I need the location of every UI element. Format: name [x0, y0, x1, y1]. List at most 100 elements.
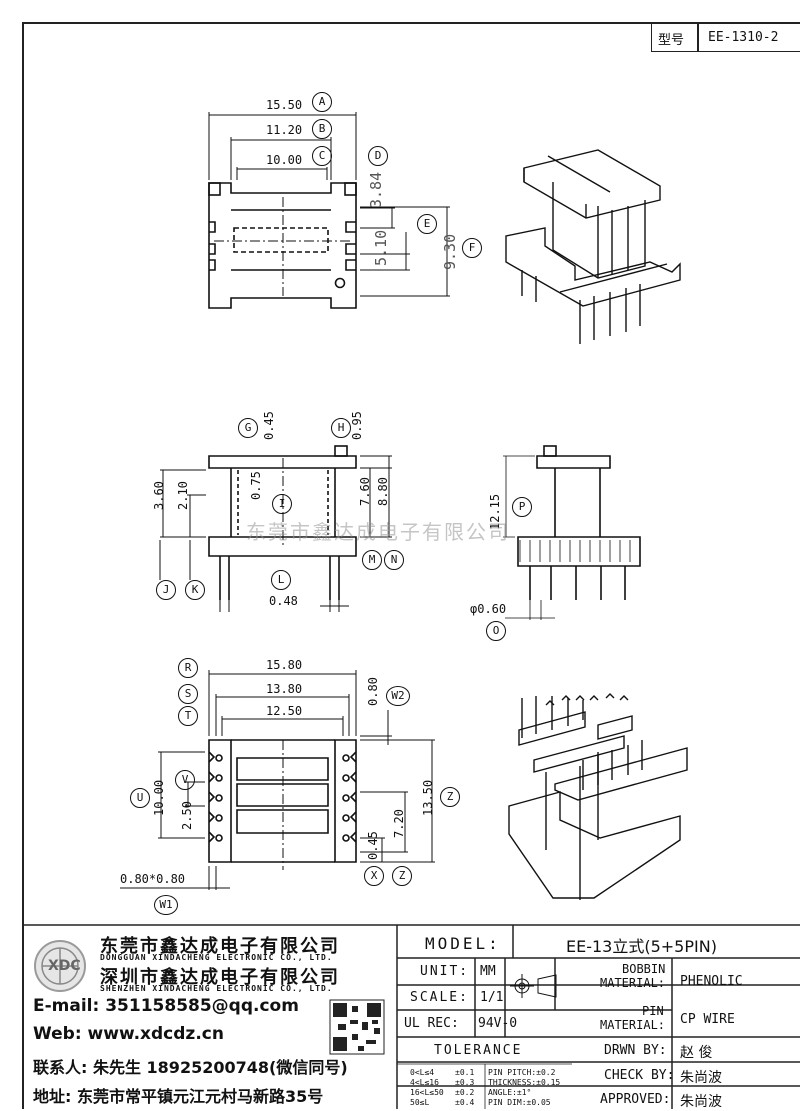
dim-o: φ0.60 — [470, 602, 507, 616]
ulrec-label: UL REC: — [404, 1016, 459, 1031]
bobbin-value: PHENOLIC — [680, 974, 743, 989]
tol-val-4: ±0.4 — [455, 1098, 475, 1107]
dim-u: 10.00 — [152, 779, 166, 816]
tol-range-2: 4<L≤16 — [410, 1078, 439, 1087]
approved-label: APPROVED: — [600, 1092, 671, 1107]
dim-y: 7.20 — [392, 809, 406, 838]
company-en-dg: DONGGUAN XINDACHENG ELECTRONIC CO., LTD. — [100, 953, 333, 962]
label-e: E — [417, 214, 437, 234]
dim-g: 0.45 — [262, 411, 276, 440]
tol-val-3: ±0.2 — [455, 1088, 475, 1097]
pin-label-1: PIN — [642, 1004, 664, 1018]
dim-a: 15.50 — [266, 98, 303, 112]
dim-r2: 8.80 — [376, 477, 390, 506]
label-j: J — [156, 580, 176, 600]
pin-value: CP WIRE — [680, 1012, 735, 1027]
drawing-frame — [22, 22, 800, 1109]
drawn-value: 赵 俊 — [680, 1045, 713, 1061]
label-s: S — [178, 684, 198, 704]
label-x: X — [364, 866, 384, 886]
dim-left1: 3.60 — [152, 481, 166, 510]
ulrec-value: 94V-0 — [478, 1016, 518, 1031]
dim-e1: 3.84 — [367, 171, 385, 208]
drawn-label: DRWN BY: — [604, 1043, 667, 1058]
dim-f: 9.30 — [441, 233, 459, 270]
company-web: Web: www.xdcdz.cn — [33, 1024, 224, 1044]
dim-x: 0.45 — [366, 831, 380, 860]
dim-v: 2.50 — [180, 801, 194, 830]
dim-left2: 2.10 — [176, 481, 190, 510]
tol-range-4: 50≤L — [410, 1098, 430, 1107]
scale-label: SCALE: — [410, 990, 469, 1005]
tol-range-1: 0<L≤4 — [410, 1068, 435, 1077]
dim-r1: 7.60 — [358, 477, 372, 506]
dim-r: 15.80 — [266, 658, 303, 672]
unit-value: MM — [480, 964, 496, 979]
dim-s: 13.80 — [266, 682, 303, 696]
watermark: 东莞市鑫达成电子有限公司 — [246, 520, 510, 544]
label-p: P — [512, 497, 532, 517]
tolerance-label: TOLERANCE — [434, 1043, 523, 1058]
tol-pin-dim: PIN DIM:±0.05 — [488, 1098, 551, 1107]
label-w1: W1 — [154, 895, 178, 915]
label-n: N — [384, 550, 404, 570]
label-z: Z — [440, 787, 460, 807]
dim-l: 0.48 — [269, 594, 298, 608]
company-email: E-mail: 351158585@qq.com — [33, 996, 299, 1016]
tol-angle: ANGLE:±1° — [488, 1088, 532, 1097]
bobbin-label-1: BOBBIN — [622, 962, 666, 976]
label-r: R — [178, 658, 198, 678]
dim-z: 13.50 — [421, 779, 435, 816]
label-o: O — [486, 621, 506, 641]
company-address: 地址: 东莞市常平镇元江元村马新路35号 — [33, 1087, 324, 1106]
label-m: M — [362, 550, 382, 570]
unit-label: UNIT: — [420, 964, 470, 979]
company-contact: 联系人: 朱先生 18925200748(微信同号) — [33, 1058, 348, 1077]
dim-t: 12.50 — [266, 704, 303, 718]
tol-val-1: ±0.1 — [455, 1068, 475, 1077]
label-h: H — [331, 418, 351, 438]
label-g: G — [238, 418, 258, 438]
model-value: EE-13立式(5+5PIN) — [566, 937, 717, 956]
label-b: B — [312, 119, 332, 139]
label-l: L — [271, 570, 291, 590]
tol-range-3: 16<L≤50 — [410, 1088, 444, 1097]
label-t: T — [178, 706, 198, 726]
model-label: MODEL: — [425, 934, 501, 953]
tol-pin-pitch: PIN PITCH:±0.2 — [488, 1068, 556, 1077]
label-f: F — [462, 238, 482, 258]
part-number-box — [651, 22, 800, 52]
dim-e2: 5.10 — [372, 229, 390, 266]
company-name-dg: 东莞市鑫达成电子有限公司 — [100, 936, 340, 957]
bobbin-label-2: MATERIAL: — [600, 976, 666, 990]
check-label: CHECK BY: — [604, 1068, 675, 1083]
company-name-sz: 深圳市鑫达成电子有限公司 — [100, 967, 340, 988]
label-i: I — [272, 494, 292, 514]
company-en-sz: SHENZHEN XINDACHENG ELECTRONIC CO., LTD. — [100, 984, 333, 993]
scale-value: 1/1 — [480, 990, 504, 1005]
label-v: V — [175, 770, 195, 790]
tol-thickness: THICKNESS:±0.15 — [488, 1078, 561, 1087]
pin-label-2: MATERIAL: — [600, 1018, 666, 1032]
part-number: EE-1310-2 — [708, 30, 779, 45]
part-number-divider — [697, 22, 699, 52]
dim-i: 0.75 — [249, 471, 263, 500]
label-c: C — [312, 146, 332, 166]
label-a: A — [312, 92, 332, 112]
label-y: Z — [392, 866, 412, 886]
label-u: U — [130, 788, 150, 808]
dim-c: 10.00 — [266, 153, 303, 167]
dim-w1: 0.80*0.80 — [120, 872, 186, 886]
approved-value: 朱尚波 — [680, 1094, 722, 1110]
tol-val-2: ±0.3 — [455, 1078, 475, 1087]
type-label: 型号 — [658, 33, 685, 48]
label-w2: W2 — [386, 686, 410, 706]
label-k: K — [185, 580, 205, 600]
dim-h: 0.95 — [350, 411, 364, 440]
dim-w2: 0.80 — [366, 677, 380, 706]
check-value: 朱尚波 — [680, 1070, 722, 1086]
dim-b: 11.20 — [266, 123, 303, 137]
logo-text: XDC — [48, 958, 81, 974]
label-d: D — [368, 146, 388, 166]
